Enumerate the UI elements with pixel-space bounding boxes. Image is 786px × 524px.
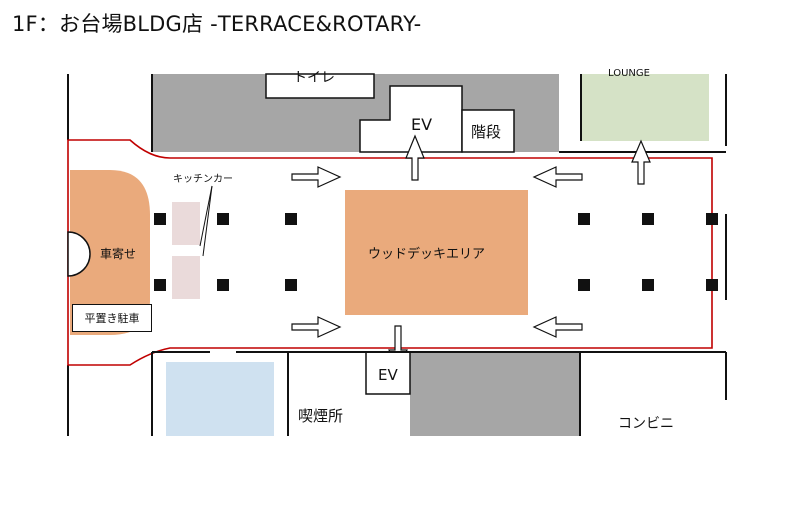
pillar: [578, 279, 590, 291]
arrow-up-icon: [631, 139, 651, 185]
lounge-label: LOUNGE: [608, 68, 650, 76]
pillar: [285, 279, 297, 291]
kitchen-car-label: キッチンカー: [173, 174, 233, 185]
arrow-right-icon: [291, 166, 342, 188]
kitchen-car-leader: [202, 185, 213, 257]
light-blue-area: [166, 362, 274, 436]
page-title: 1F：お台場BLDG店 -TERRACE&ROTARY-: [12, 12, 422, 36]
pillar: [642, 213, 654, 225]
pillars: [154, 213, 718, 291]
pillar: [217, 279, 229, 291]
ev-bottom-label: EV: [378, 366, 398, 384]
arrow-left-icon: [532, 166, 583, 188]
pillar: [154, 279, 166, 291]
toilet-room: [265, 73, 375, 99]
stairs-room: [461, 109, 515, 153]
kitchen-car-1: [172, 202, 200, 245]
wood-deck-label: ウッドデッキエリア: [368, 247, 486, 262]
kitchen-car-leader: [199, 185, 213, 247]
pillar: [706, 279, 718, 291]
pillar: [217, 213, 229, 225]
parking-label: 平置き駐車: [72, 304, 152, 332]
pickup-area: [70, 170, 150, 335]
lounge-area: [581, 74, 709, 141]
bottom-gray-block: [410, 352, 580, 436]
convenience-label: コンビニ: [618, 416, 674, 432]
wood-deck-area: [345, 190, 528, 315]
arrow-left-icon: [532, 316, 583, 338]
smoking-label: 喫煙所: [298, 407, 344, 425]
arrow-up-icon: [405, 134, 425, 181]
kitchen-car-2: [172, 256, 200, 299]
pillar: [706, 213, 718, 225]
arrow-right-icon: [291, 316, 342, 338]
pillar: [578, 213, 590, 225]
stairs-label: 階段: [471, 123, 502, 141]
pillar: [154, 213, 166, 225]
pillar: [642, 279, 654, 291]
pickup-label: 車寄せ: [100, 247, 137, 261]
toilet-label: トイレ: [293, 70, 335, 82]
flow-arrows: [291, 134, 651, 372]
pickup-notch: [67, 231, 91, 277]
pillar: [285, 213, 297, 225]
walkway-outline: [67, 139, 713, 366]
ev-top-label: EV: [411, 115, 433, 134]
